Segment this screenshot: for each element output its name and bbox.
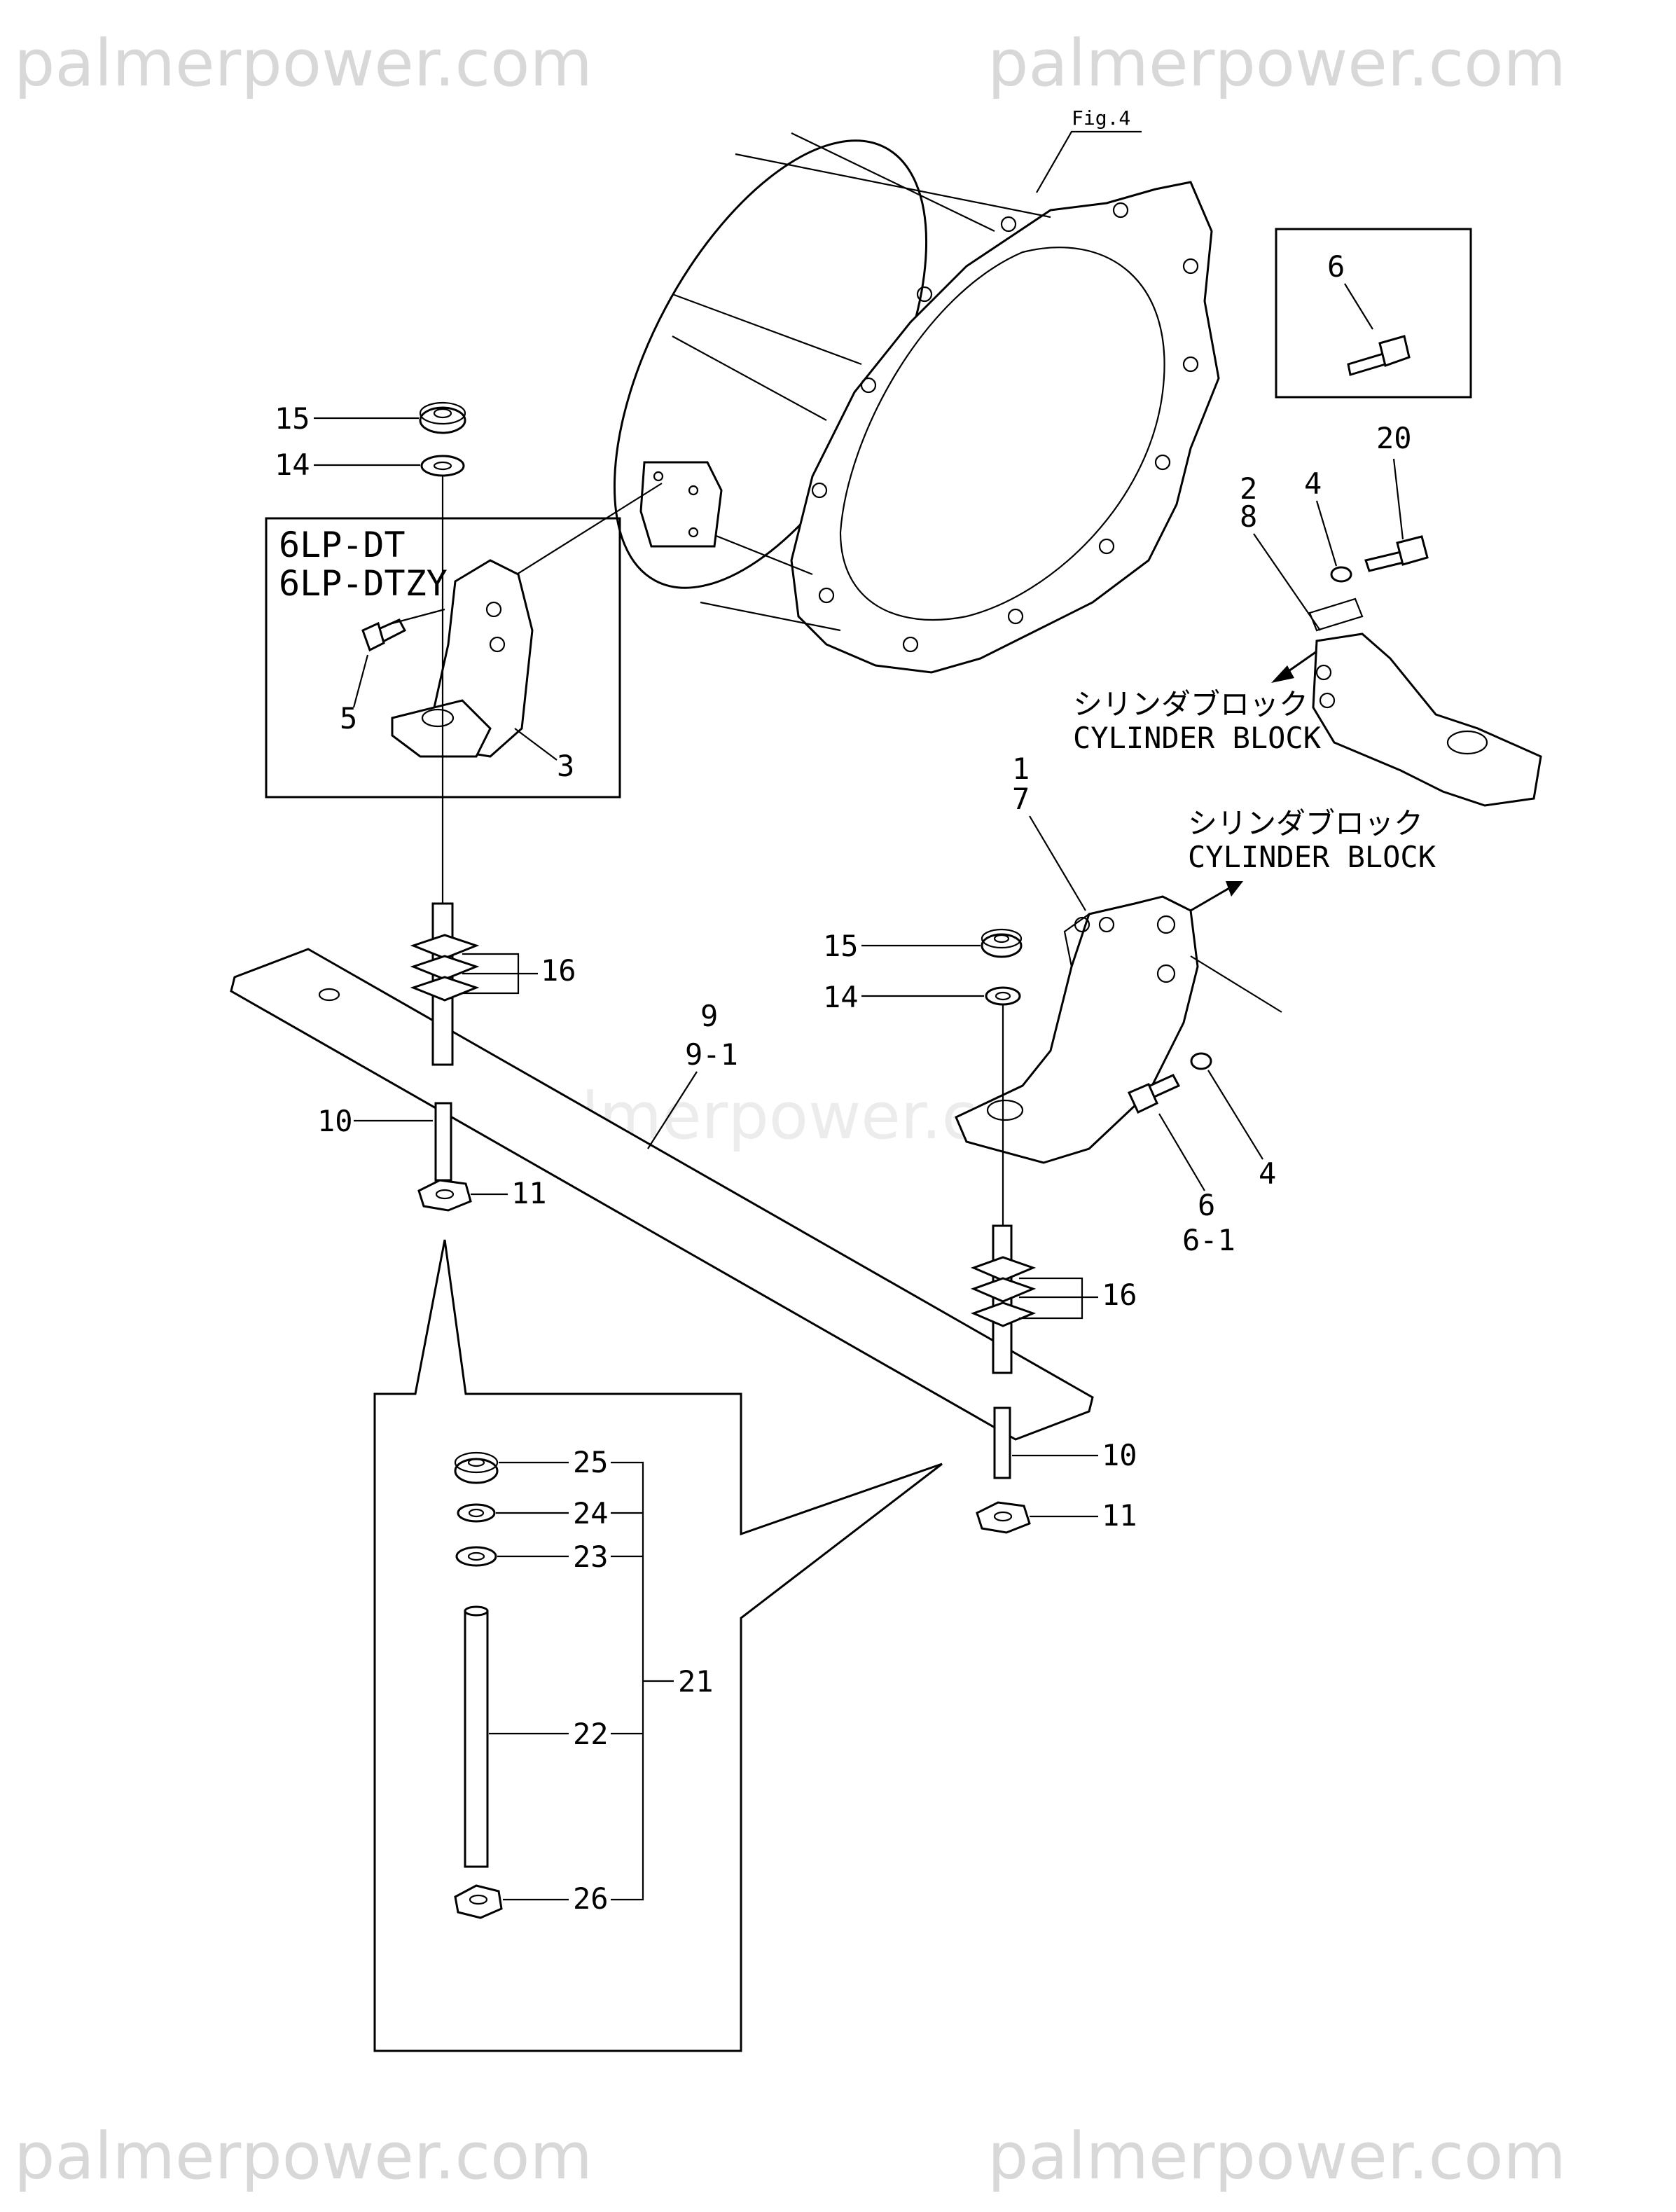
right-upper-bracket xyxy=(1312,633,1542,807)
detail-washer-part-23 xyxy=(455,1546,497,1567)
figure-ref-leader xyxy=(1036,130,1142,193)
gasket-strip xyxy=(1308,597,1364,632)
callout-16-left: 16 xyxy=(541,953,576,988)
detail-stud-part-22 xyxy=(464,1605,489,1868)
callout-25: 25 xyxy=(573,1445,609,1479)
washer-part-4-upper xyxy=(1330,566,1352,583)
bolt-part-20 xyxy=(1364,535,1429,572)
callout-9-1: 9-1 xyxy=(685,1037,738,1072)
callout-10-right: 10 xyxy=(1102,1438,1137,1472)
cylinder-block-1-jp: シリンダブロック xyxy=(1073,687,1308,721)
right-nut-part-11 xyxy=(976,1501,1031,1534)
callout-6-1: 6-1 xyxy=(1182,1223,1235,1257)
bolt-icon-inset xyxy=(1347,335,1411,376)
callout-22: 22 xyxy=(573,1717,609,1751)
cylinder-block-2-en: CYLINDER BLOCK xyxy=(1188,840,1436,874)
washer-part-14-right xyxy=(985,986,1021,1006)
callout-4-lower: 4 xyxy=(1259,1156,1276,1191)
model-label-2: 6LP-DTZY xyxy=(279,563,448,604)
callout-7: 7 xyxy=(1012,782,1030,816)
figure-ref-label: Fig.4 xyxy=(1072,106,1130,130)
callout-8: 8 xyxy=(1240,499,1257,534)
washer-part-14-left xyxy=(420,455,465,477)
callout-15-right: 15 xyxy=(823,929,859,963)
left-nut-part-11 xyxy=(417,1179,472,1212)
callout-2: 2 xyxy=(1240,471,1257,506)
lower-bracket-bolt-leader xyxy=(1190,955,1282,1013)
detail-callout-box xyxy=(373,1239,943,2052)
watermark-top-right: palmerpower.com xyxy=(988,26,1566,101)
callout-14-left: 14 xyxy=(275,448,310,482)
arrow-cylinder-block-2 xyxy=(1190,887,1230,912)
group-bracket-21 xyxy=(611,1461,674,1901)
left-shims-part-16 xyxy=(410,934,480,1002)
detail-lockwasher-part-24 xyxy=(457,1503,496,1523)
cylinder-block-1-en: CYLINDER BLOCK xyxy=(1073,721,1322,755)
callout-3: 3 xyxy=(557,749,574,783)
bolt-part-5 xyxy=(361,618,407,652)
nut-part-15-right xyxy=(981,928,1023,958)
callout-23: 23 xyxy=(573,1540,609,1574)
bolt-inset-box xyxy=(1275,228,1472,399)
bolt-part-6 xyxy=(1127,1074,1181,1114)
callout-26: 26 xyxy=(573,1881,609,1916)
watermark-bottom-right: palmerpower.com xyxy=(988,2119,1566,2194)
flywheel-housing xyxy=(613,132,1220,674)
callout-14-right: 14 xyxy=(823,980,859,1014)
callout-16-right: 16 xyxy=(1102,1278,1137,1312)
callout-1: 1 xyxy=(1012,752,1030,786)
washer-part-4-lower xyxy=(1190,1052,1212,1070)
detail-nut-part-25 xyxy=(454,1451,499,1484)
right-shims-part-16 xyxy=(970,1256,1037,1327)
mounting-beam xyxy=(230,948,1094,1441)
cylinder-block-2-jp: シリンダブロック xyxy=(1188,806,1423,841)
callout-11-right: 11 xyxy=(1102,1498,1137,1533)
nut-part-15-left xyxy=(419,401,466,434)
callout-9: 9 xyxy=(700,999,718,1033)
callout-4-upper: 4 xyxy=(1304,466,1322,501)
watermark-bottom-left: palmerpower.com xyxy=(14,2119,593,2194)
callout-15-left: 15 xyxy=(275,401,310,436)
left-engine-bracket xyxy=(391,559,534,758)
callout-21: 21 xyxy=(678,1664,714,1699)
callout-6: 6 xyxy=(1198,1188,1215,1222)
callout-20: 20 xyxy=(1376,421,1412,455)
callout-6-box: 6 xyxy=(1327,249,1345,284)
callout-11-left: 11 xyxy=(511,1176,547,1210)
model-label-1: 6LP-DT xyxy=(279,525,406,565)
watermark-top-left: palmerpower.com xyxy=(14,26,593,101)
callout-24: 24 xyxy=(573,1496,609,1530)
detail-nut-part-26 xyxy=(454,1884,503,1919)
callout-10-left: 10 xyxy=(317,1104,353,1138)
